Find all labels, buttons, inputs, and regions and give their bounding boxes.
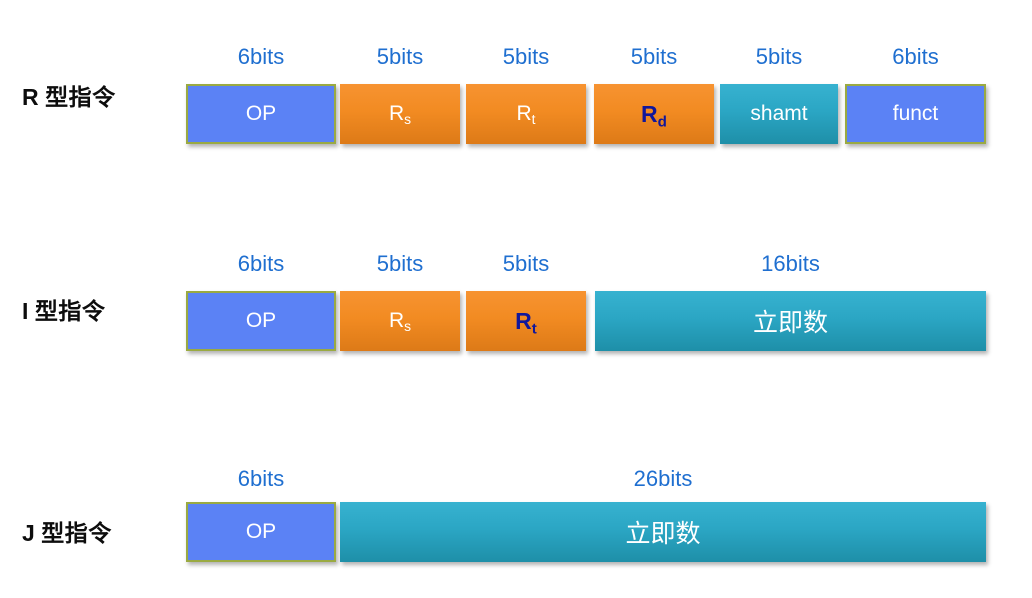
field-label: OP — [245, 520, 277, 543]
bits-caption-j-type-immediate: 26bits — [633, 466, 693, 491]
row-type-letter: I — [22, 298, 29, 324]
row-type-letter: J — [22, 520, 36, 546]
field-j-type-immediate: 立即数 — [340, 502, 986, 562]
bits-caption-j-type-op: 6bits — [237, 466, 285, 491]
field-label: OP — [245, 309, 277, 332]
field-r-type-rt: Rt — [466, 84, 586, 144]
field-label: 立即数 — [752, 308, 828, 337]
field-j-type-op: OP — [186, 502, 336, 562]
bits-caption-r-type-rs: 5bits — [376, 44, 424, 69]
field-label: funct — [892, 102, 939, 125]
bits-caption-i-type-rt: 5bits — [502, 251, 550, 276]
bits-caption-r-type-rt: 5bits — [502, 44, 550, 69]
bits-caption-i-type-rs: 5bits — [376, 251, 424, 276]
bits-caption-r-type-shamt: 5bits — [755, 44, 803, 69]
field-label: shamt — [750, 102, 808, 125]
field-label: Rd — [641, 100, 667, 131]
field-label: Rt — [515, 307, 537, 338]
field-r-type-shamt: shamt — [720, 84, 838, 144]
field-i-type-rt: Rt — [466, 291, 586, 351]
field-i-type-immediate: 立即数 — [595, 291, 986, 351]
bits-caption-i-type-immediate: 16bits — [761, 251, 820, 276]
bits-caption-r-type-op: 6bits — [237, 44, 285, 69]
field-r-type-op: OP — [186, 84, 336, 144]
field-r-type-funct: funct — [845, 84, 986, 144]
bits-caption-r-type-funct: 6bits — [892, 44, 939, 69]
field-label: Rs — [388, 102, 412, 128]
bits-caption-i-type-op: 6bits — [237, 251, 285, 276]
field-i-type-op: OP — [186, 291, 336, 351]
field-r-type-rs: Rs — [340, 84, 460, 144]
field-label: Rt — [516, 102, 536, 128]
row-type-letter: R — [22, 84, 40, 110]
field-i-type-rs: Rs — [340, 291, 460, 351]
field-r-type-rd: Rd — [594, 84, 714, 144]
row-type-word: 型指令 — [34, 298, 106, 324]
bits-caption-r-type-rd: 5bits — [630, 44, 678, 69]
field-label: OP — [245, 102, 277, 125]
row-type-word: 型指令 — [41, 520, 112, 546]
field-label: 立即数 — [625, 519, 701, 548]
field-label: Rs — [388, 309, 412, 335]
row-type-word: 型指令 — [45, 84, 116, 110]
